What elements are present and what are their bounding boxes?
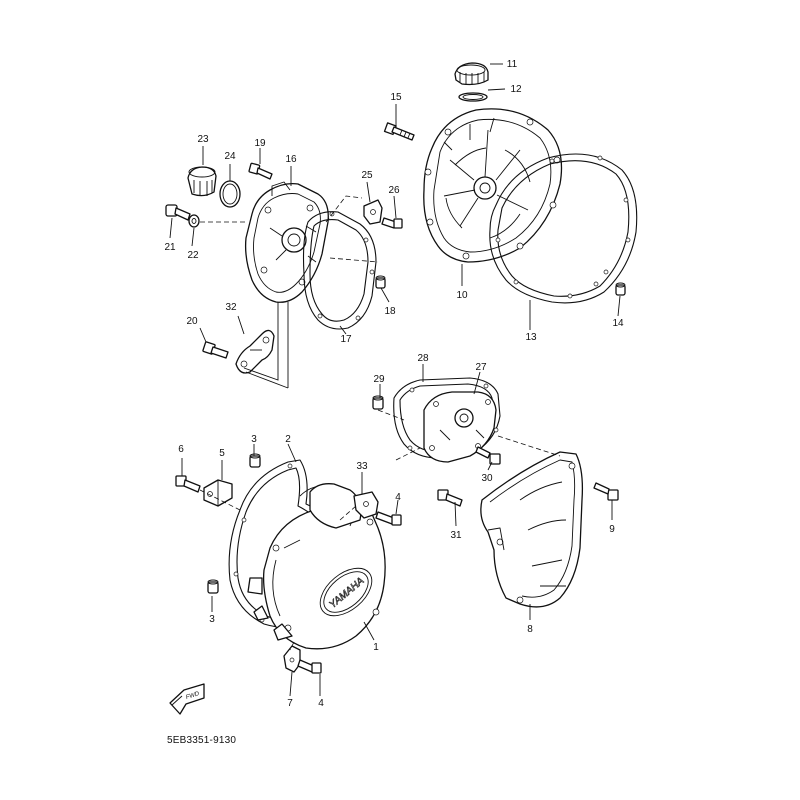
fwd-arrow-icon: FWD bbox=[169, 683, 205, 715]
bolt-9 bbox=[593, 482, 619, 501]
bolt-4-upper bbox=[375, 511, 402, 526]
pump-cover-gasket bbox=[302, 211, 377, 330]
callout-2: 2 bbox=[285, 434, 291, 445]
sprocket-cover-assembly bbox=[372, 364, 619, 620]
callout-21: 21 bbox=[164, 242, 176, 253]
callout-7: 7 bbox=[287, 698, 293, 709]
pump-cover bbox=[244, 181, 329, 303]
fwd-label: FWD bbox=[185, 691, 200, 701]
bolt-26 bbox=[381, 217, 403, 229]
callout-26: 26 bbox=[388, 185, 400, 196]
callout-27: 27 bbox=[475, 362, 487, 373]
callout-14: 14 bbox=[612, 318, 624, 329]
dowel-pin-3-lower bbox=[207, 579, 219, 594]
callout-4-lower: 4 bbox=[318, 698, 324, 709]
oil-filler-cap bbox=[454, 62, 489, 86]
bolt-31 bbox=[437, 489, 463, 507]
callout-20: 20 bbox=[186, 316, 198, 327]
callout-12: 12 bbox=[510, 84, 522, 95]
callout-18: 18 bbox=[384, 306, 396, 317]
callout-25: 25 bbox=[361, 170, 373, 181]
bolt-30 bbox=[475, 446, 501, 465]
callout-10: 10 bbox=[456, 290, 468, 301]
diagram-code: 5EB3351-9130 bbox=[167, 735, 237, 746]
dowel-pin-3-upper bbox=[249, 453, 261, 468]
bracket-25 bbox=[363, 199, 383, 225]
callout-22: 22 bbox=[187, 250, 199, 261]
bolt-6 bbox=[175, 475, 201, 493]
bolt-21 bbox=[165, 204, 191, 221]
callout-31: 31 bbox=[450, 530, 462, 541]
dowel-pin-29 bbox=[372, 395, 384, 410]
generator-cover-1: YAMAHA bbox=[247, 483, 386, 650]
callout-19: 19 bbox=[254, 138, 266, 149]
callout-28: 28 bbox=[417, 353, 429, 364]
bracket-5 bbox=[203, 479, 233, 507]
bolt-19 bbox=[248, 162, 273, 180]
pump-cover-assembly bbox=[165, 146, 403, 389]
callout-15: 15 bbox=[390, 92, 402, 103]
generator-cover-assembly: YAMAHA bbox=[175, 443, 402, 697]
callout-3-upper: 3 bbox=[251, 434, 257, 445]
clutch-cover bbox=[423, 108, 563, 263]
sprocket-cover-8 bbox=[480, 451, 584, 608]
dowel-pin-18 bbox=[375, 275, 386, 289]
callout-29: 29 bbox=[373, 374, 385, 385]
callout-17: 17 bbox=[340, 334, 352, 345]
callout-33: 33 bbox=[356, 461, 368, 472]
clutch-cover-gasket bbox=[489, 153, 638, 304]
callout-24: 24 bbox=[224, 151, 236, 162]
callout-1: 1 bbox=[373, 642, 379, 653]
callout-5: 5 bbox=[219, 448, 225, 459]
bolt-20 bbox=[202, 341, 229, 359]
callout-4-upper: 4 bbox=[395, 492, 401, 503]
callout-30: 30 bbox=[481, 473, 493, 484]
callout-16: 16 bbox=[285, 154, 297, 165]
callout-6: 6 bbox=[178, 444, 184, 455]
bracket-32 bbox=[235, 329, 275, 374]
callout-23: 23 bbox=[197, 134, 209, 145]
clutch-cover-assembly bbox=[383, 62, 638, 330]
bracket-7 bbox=[283, 645, 301, 673]
part-callouts: 1 2 3 3 4 4 5 6 7 8 9 10 11 12 13 14 15 … bbox=[164, 59, 624, 709]
bolt-4-lower bbox=[297, 659, 322, 674]
dowel-pin-14 bbox=[615, 282, 626, 296]
bracket-33 bbox=[353, 491, 379, 519]
callout-11: 11 bbox=[507, 59, 518, 70]
callout-32: 32 bbox=[225, 302, 237, 313]
washer-22 bbox=[188, 214, 200, 228]
bolt-15 bbox=[383, 122, 415, 141]
callout-8: 8 bbox=[527, 624, 533, 635]
plug-23 bbox=[187, 166, 217, 197]
callout-9: 9 bbox=[609, 524, 615, 535]
callout-13: 13 bbox=[525, 332, 537, 343]
callout-3-lower: 3 bbox=[209, 614, 215, 625]
